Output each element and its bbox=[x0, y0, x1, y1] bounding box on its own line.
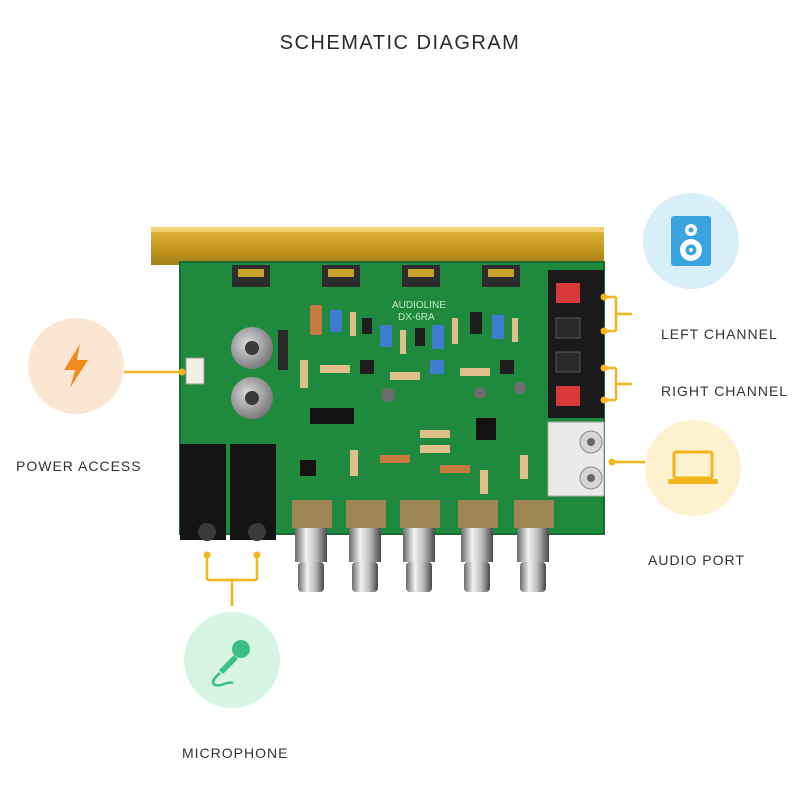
power-icon-circle bbox=[28, 318, 124, 414]
right-channel-label: RIGHT CHANNEL bbox=[661, 383, 789, 399]
potentiometers bbox=[292, 500, 554, 592]
microphone-icon bbox=[211, 640, 250, 687]
laptop-icon-circle bbox=[645, 420, 741, 516]
power-access-label: POWER ACCESS bbox=[16, 458, 142, 474]
connector-lines bbox=[124, 293, 645, 606]
left-channel-label: LEFT CHANNEL bbox=[661, 326, 778, 342]
page-title: SCHEMATIC DIAGRAM bbox=[279, 32, 521, 54]
board-brand-text: AUDIOLINE bbox=[392, 300, 446, 311]
capacitors bbox=[231, 327, 273, 419]
speaker-icon bbox=[671, 216, 711, 266]
audio-port-label: AUDIO PORT bbox=[648, 552, 745, 568]
microphone-icon-circle bbox=[184, 612, 280, 708]
microphone-jacks bbox=[180, 444, 276, 541]
speaker-terminals bbox=[548, 270, 604, 418]
components bbox=[300, 305, 528, 494]
power-connector bbox=[185, 357, 205, 385]
heatsink bbox=[151, 227, 604, 265]
speaker-icon-circle bbox=[643, 193, 739, 289]
microphone-label: MICROPHONE bbox=[182, 745, 289, 761]
rca-audio-input bbox=[547, 421, 605, 497]
lightning-icon bbox=[64, 344, 88, 388]
board-model-text: DX-6RA bbox=[398, 312, 435, 323]
laptop-icon bbox=[668, 450, 718, 484]
